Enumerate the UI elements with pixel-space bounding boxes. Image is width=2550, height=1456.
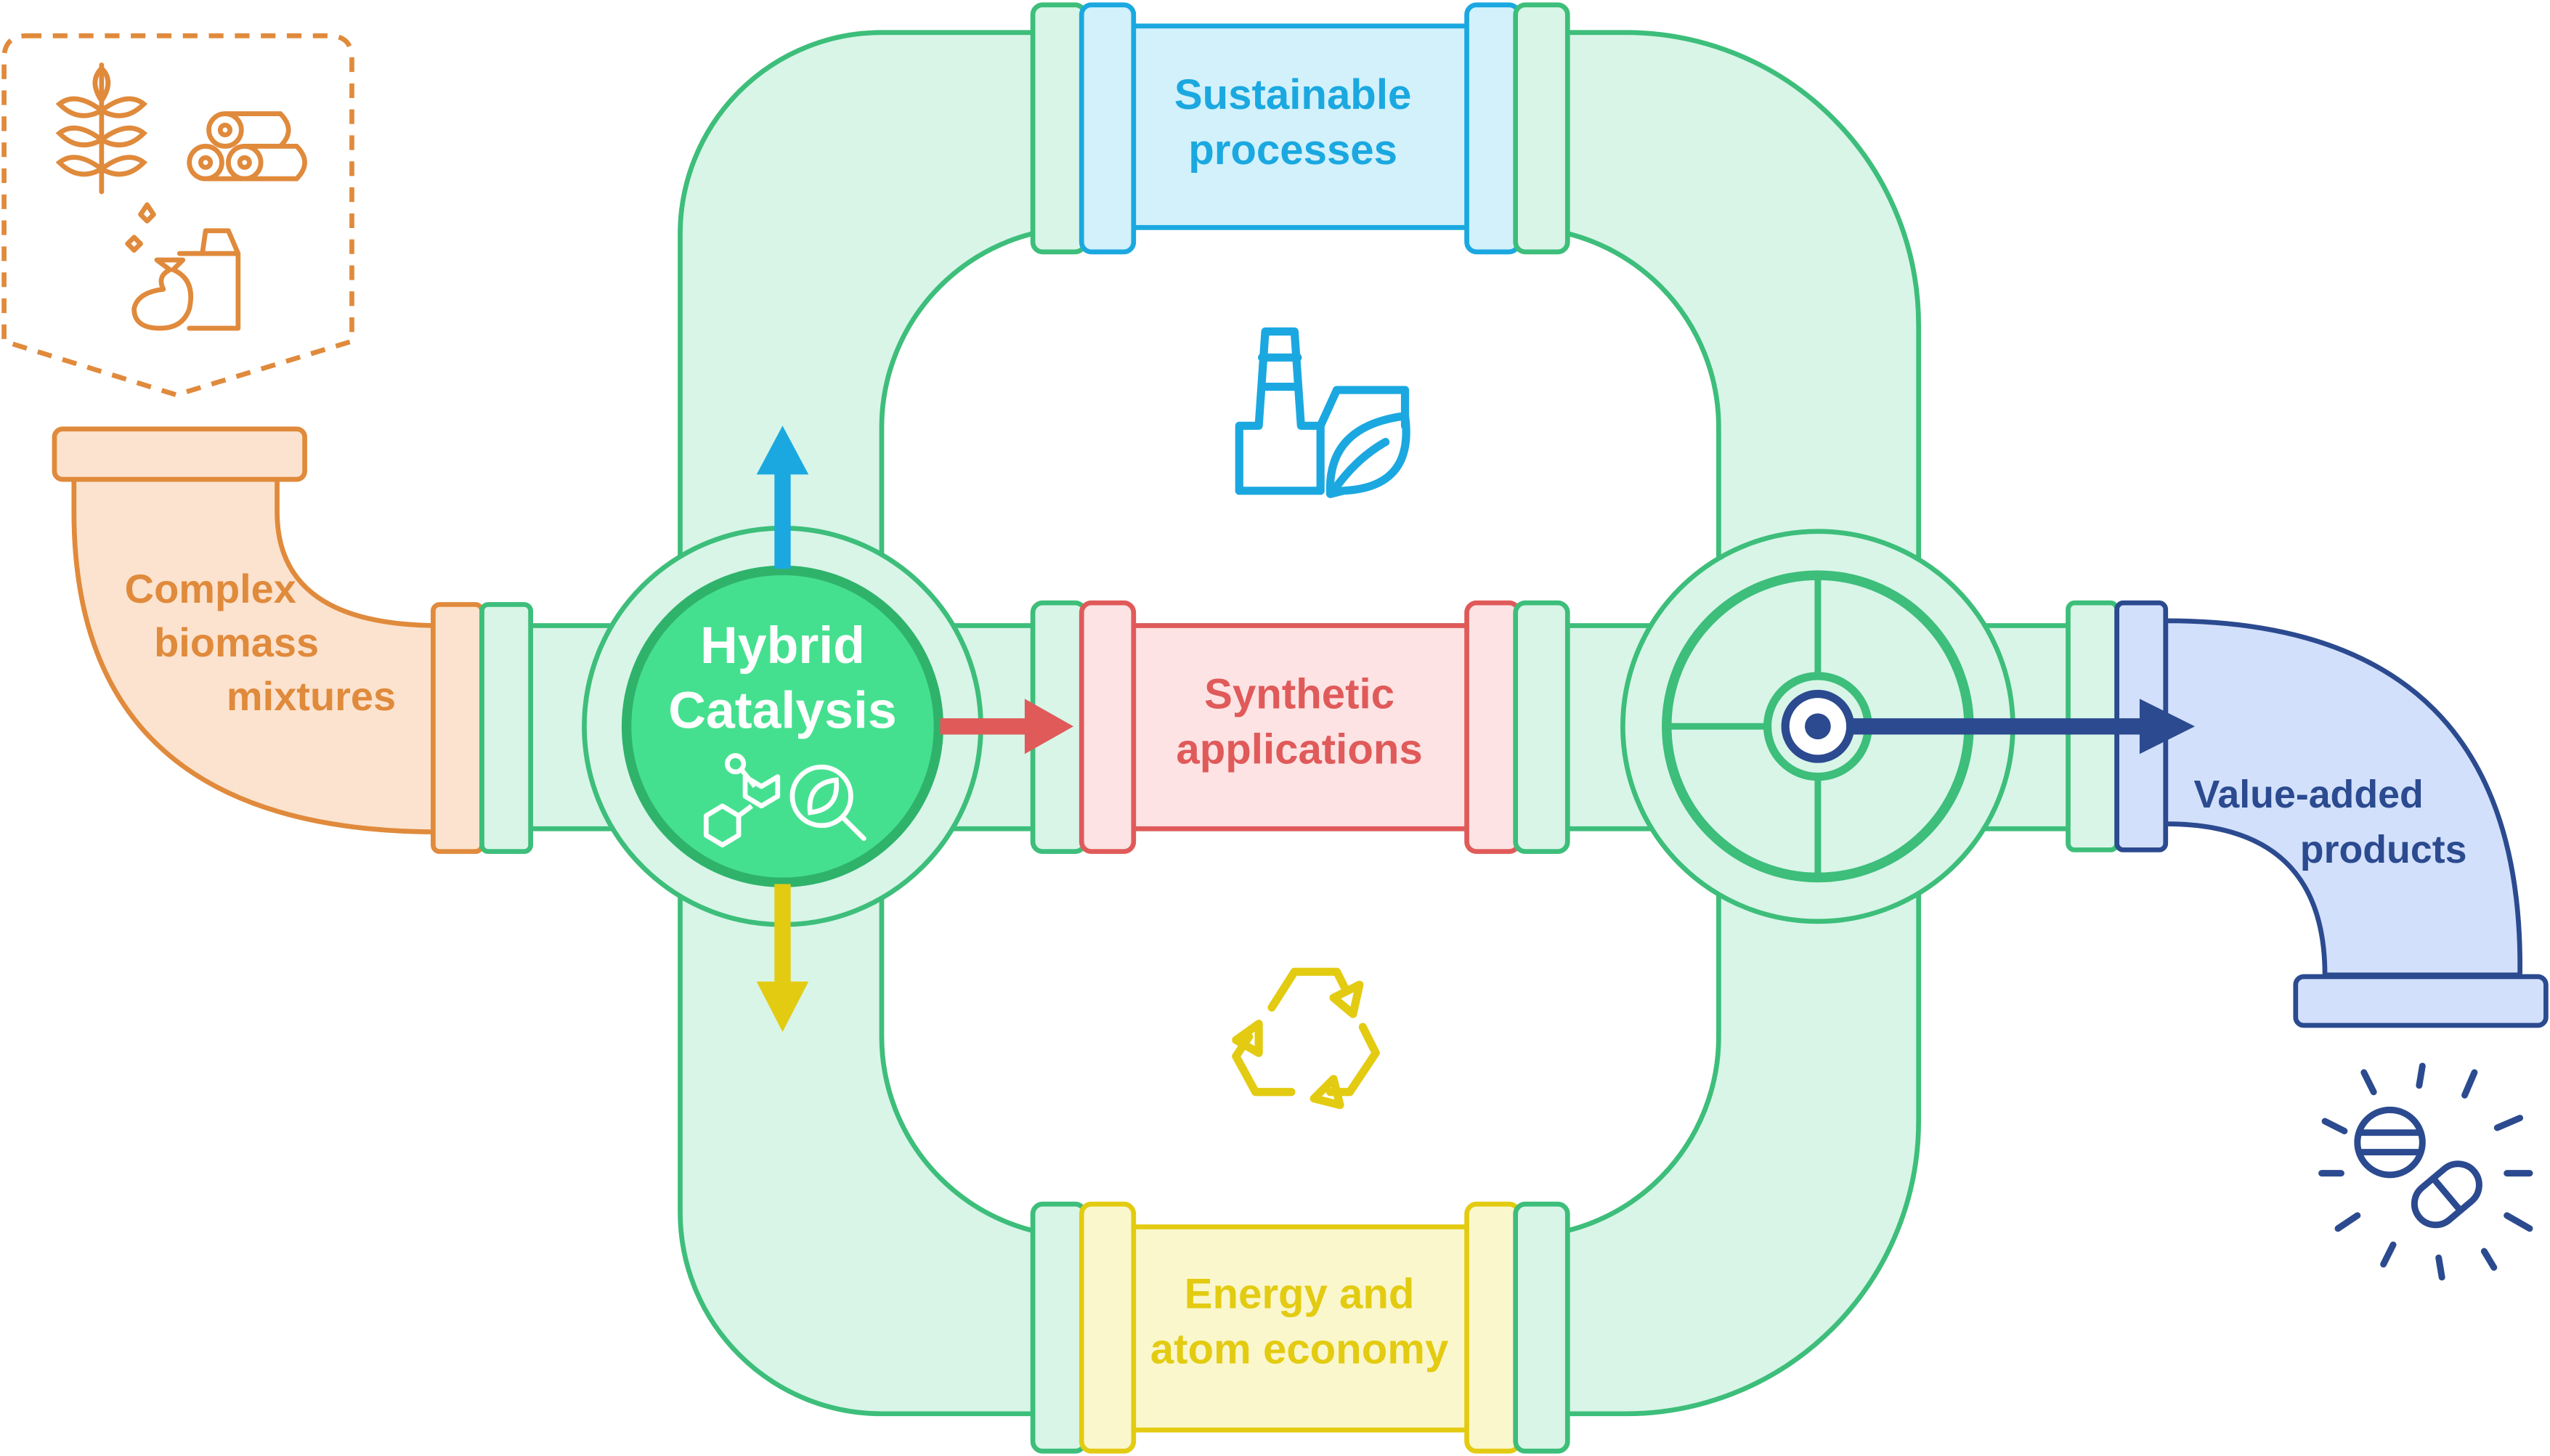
hub-label-line-1: Hybrid [700, 617, 865, 675]
molecule-icon [703, 753, 781, 847]
output-label-line-2: products [2300, 828, 2467, 871]
arrow-up-blue [756, 426, 809, 569]
hub-label: Hybrid Catalysis [668, 617, 896, 740]
factory-leaf-icon [1235, 327, 1410, 498]
hybrid-catalysis-hub [582, 525, 983, 927]
recycle-icon [1232, 967, 1380, 1110]
top-label: Sustainable processes [1174, 71, 1412, 174]
input-label-line-3: mixtures [227, 673, 396, 719]
input-label: Complex biomass mixtures [125, 566, 396, 719]
top-label-line-2: processes [1188, 126, 1397, 174]
bottom-label-line-1: Energy and [1185, 1270, 1415, 1317]
input-label-line-2: biomass [154, 619, 319, 665]
bottom-segment-energy-atom-economy [1030, 1201, 1570, 1454]
output-label: Value-added products [2194, 773, 2467, 871]
output-label-line-1: Value-added [2194, 773, 2424, 816]
middle-label-line-1: Synthetic [1204, 671, 1394, 718]
bottom-label-line-2: atom economy [1150, 1325, 1449, 1372]
middle-segment-synthetic-applications [1030, 600, 1570, 854]
middle-label: Synthetic applications [1176, 671, 1422, 773]
logs-icon [187, 111, 307, 182]
input-pipe [52, 426, 533, 854]
leaf-magnifier-icon [789, 764, 866, 842]
biomass-sources-box [1, 33, 354, 398]
pills-icon [2318, 1062, 2533, 1281]
arrow-right-red [940, 699, 1074, 755]
middle-label-line-2: applications [1176, 726, 1422, 773]
arrow-down-yellow [756, 884, 809, 1032]
top-segment-sustainable-processes [1030, 2, 1570, 255]
top-label-line-1: Sustainable [1174, 71, 1412, 118]
arrow-right-navy [1850, 699, 2196, 755]
wheat-icon [55, 62, 148, 195]
waste-bags-icon [125, 202, 241, 331]
hub-label-line-2: Catalysis [668, 682, 896, 740]
bottom-label: Energy and atom economy [1150, 1270, 1449, 1372]
pipe-loop [678, 30, 1921, 1417]
input-label-line-1: Complex [125, 566, 296, 611]
